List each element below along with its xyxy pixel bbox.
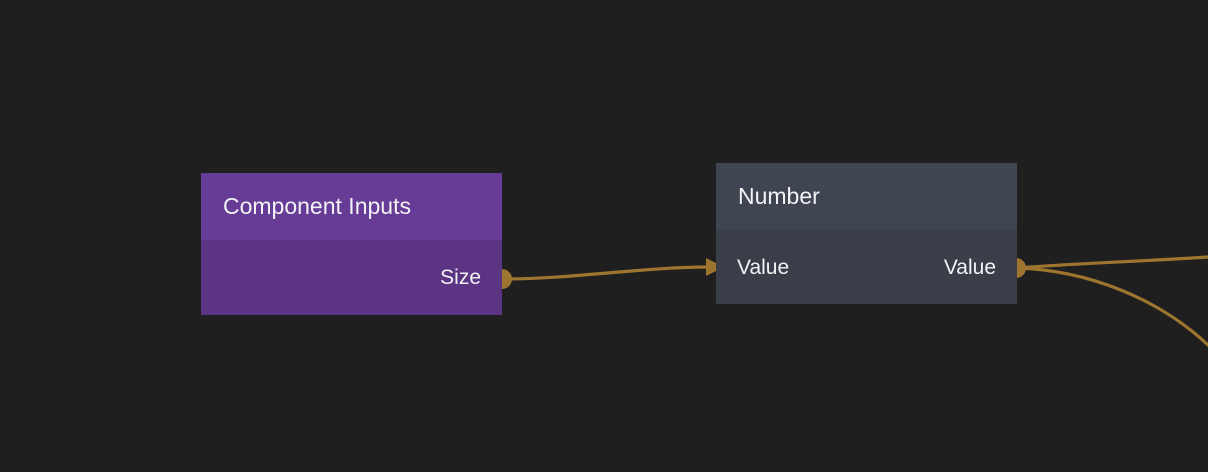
wire-path[interactable] — [500, 265, 710, 281]
wire-value-offcanvas-lower[interactable] — [1014, 266, 1208, 347]
node-body: Value Value — [716, 230, 1017, 304]
node-header[interactable]: Component Inputs — [201, 173, 502, 240]
wire-arrowhead-icon — [706, 258, 724, 276]
wire-size-to-value[interactable] — [500, 258, 724, 281]
node-body: Size — [201, 240, 502, 315]
node-title: Component Inputs — [223, 193, 411, 219]
output-label-size: Size — [440, 266, 481, 289]
node-title: Number — [738, 183, 820, 209]
node-header[interactable]: Number — [716, 163, 1017, 230]
node-component-inputs[interactable]: Component Inputs Size — [201, 173, 502, 315]
node-number[interactable]: Number Value Value — [716, 163, 1017, 304]
input-label-value: Value — [737, 255, 790, 279]
wire-value-offcanvas-upper[interactable] — [1014, 255, 1208, 270]
output-label-value: Value — [943, 255, 996, 279]
